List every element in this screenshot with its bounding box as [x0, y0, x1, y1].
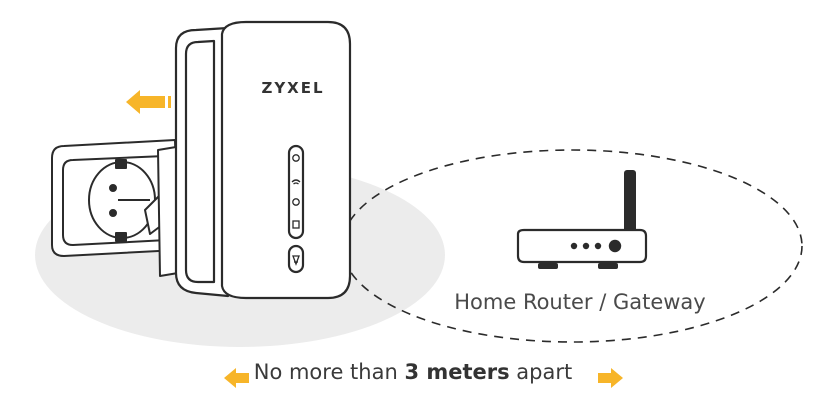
- repeater-device: [174, 20, 352, 300]
- wifi-led-icon: [291, 179, 301, 185]
- caption-suffix: apart: [509, 360, 573, 384]
- router-label: Home Router / Gateway: [454, 290, 705, 314]
- wps-button-icon: [292, 255, 300, 266]
- link-led-icon: [292, 198, 300, 206]
- status-leds: [291, 154, 301, 266]
- caption-prefix: No more than: [253, 360, 405, 384]
- caption-emphasis: 3 meters: [404, 360, 510, 384]
- brand-logo: ZYXEL: [261, 79, 324, 97]
- pull-arrow-icon: [126, 90, 171, 114]
- wall-socket: [51, 139, 179, 257]
- right-arrow-icon: [598, 368, 623, 388]
- router-antenna: [624, 170, 636, 232]
- home-router: [516, 170, 648, 269]
- wps-led-icon: [292, 220, 300, 229]
- power-led-icon: [292, 154, 300, 162]
- distance-caption: No more than 3 meters apart: [0, 360, 826, 384]
- left-arrow-icon: [224, 368, 249, 388]
